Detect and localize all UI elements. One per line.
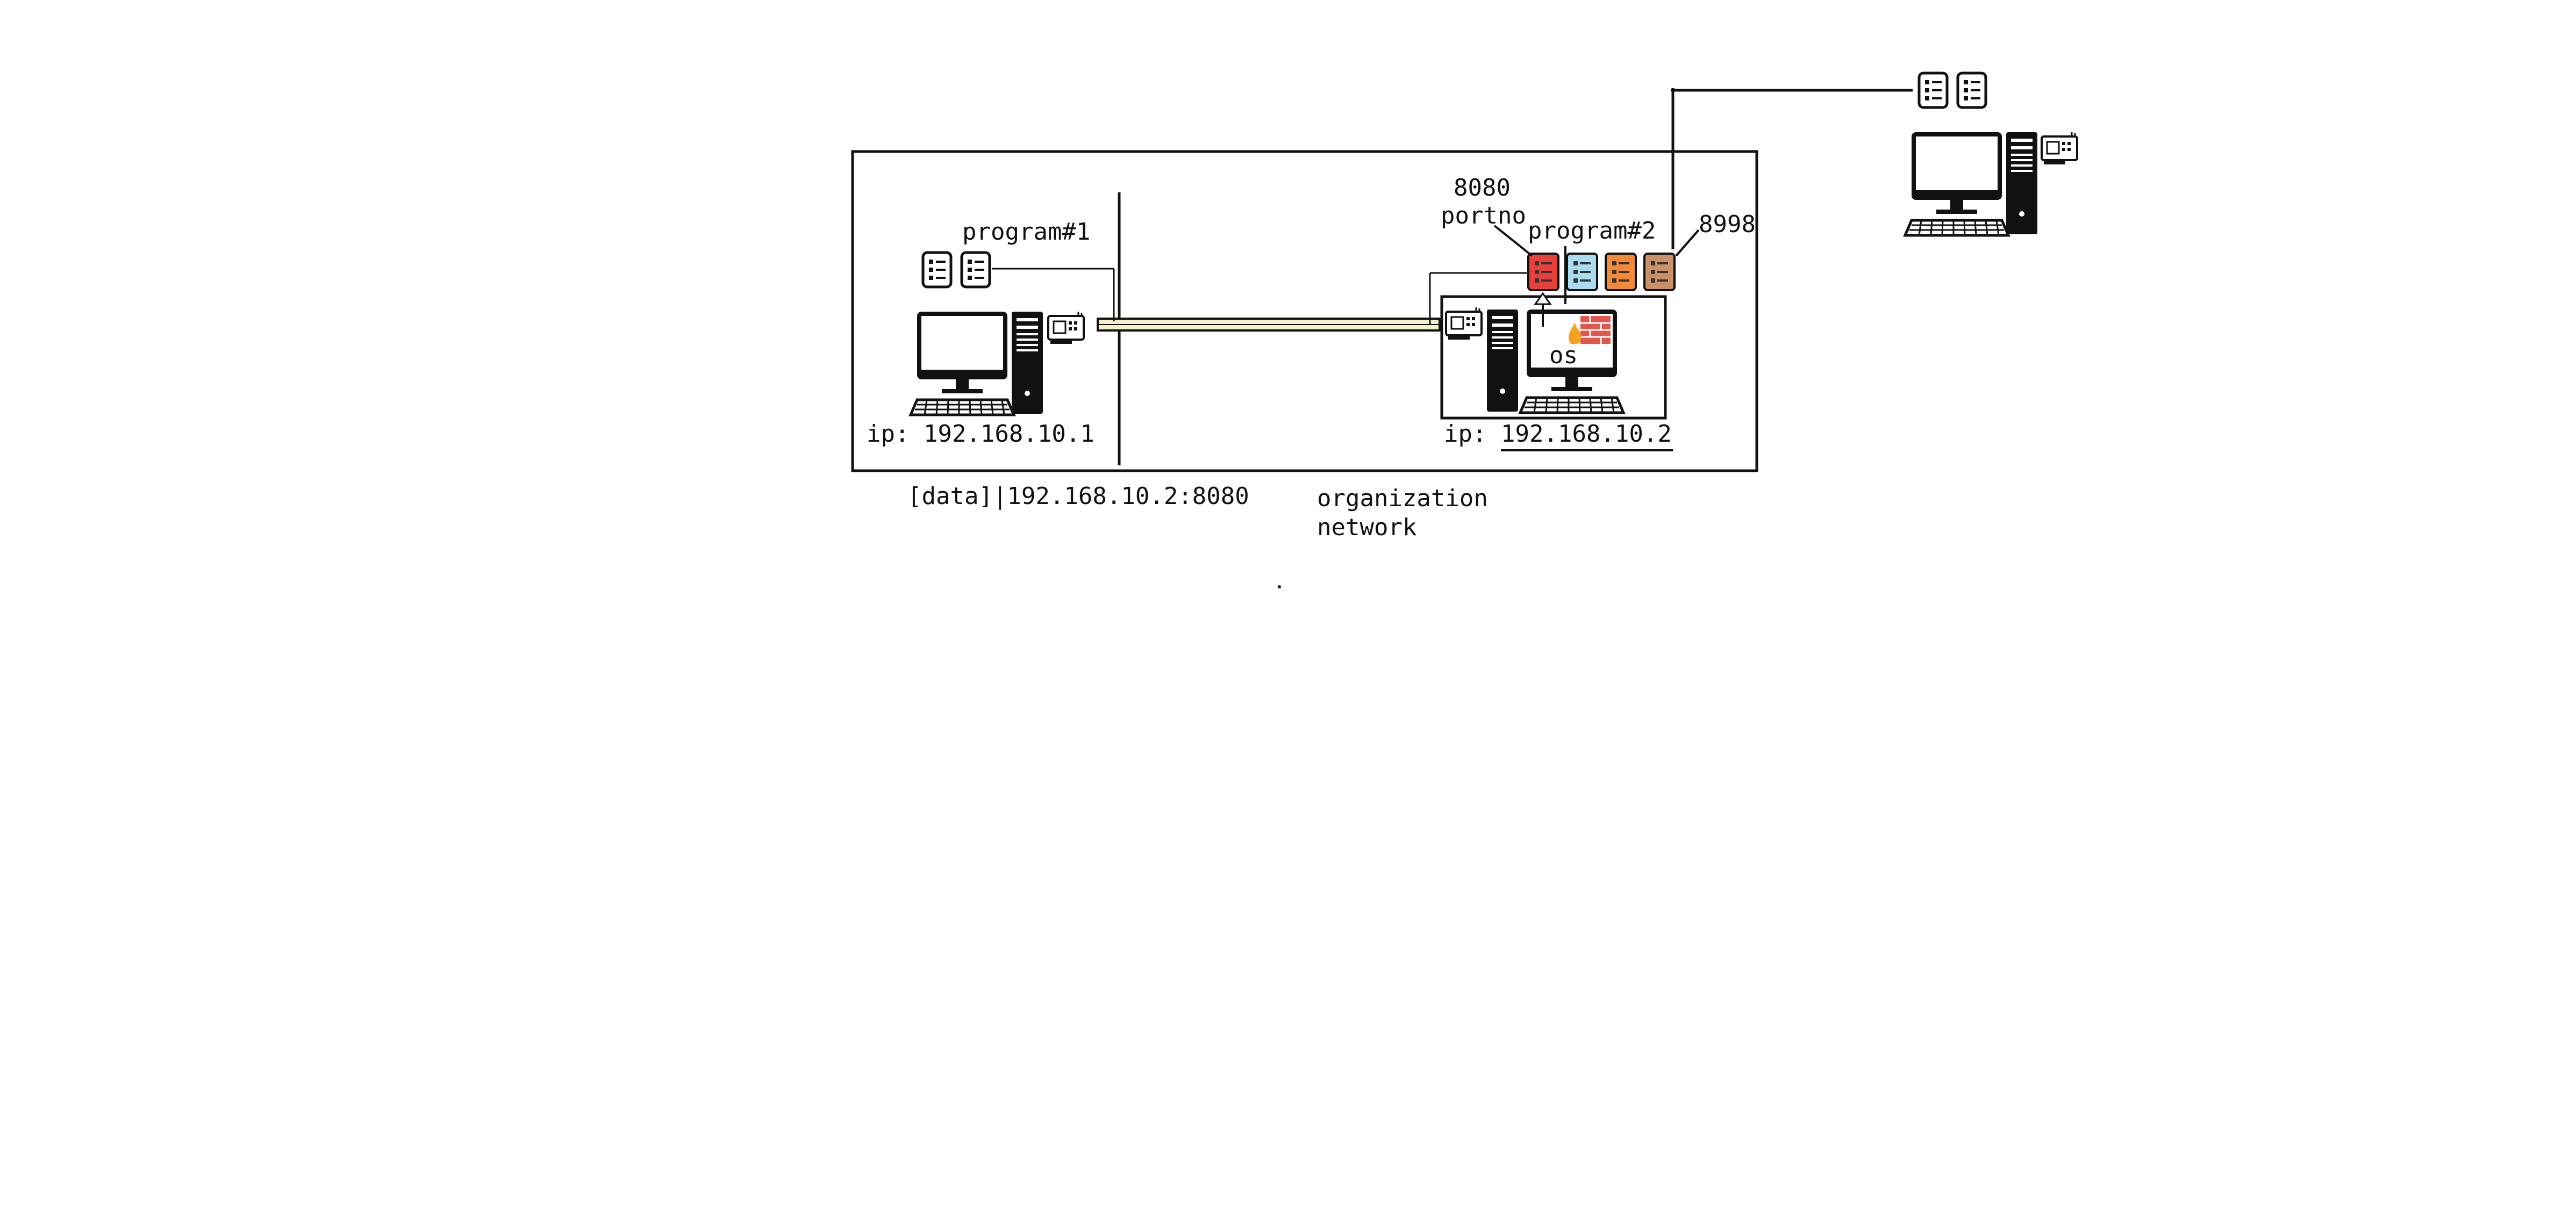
firewall-icon (1569, 316, 1611, 344)
port-8998-icon (1643, 253, 1676, 291)
port-8080-icon (1527, 253, 1559, 291)
network-label-line2: network (1317, 514, 1416, 541)
port-icon-orange (1605, 253, 1637, 291)
arrow-up-icon (1534, 292, 1552, 327)
port-8998-label: 8998 (1699, 211, 1756, 238)
desktop-computer-icon (911, 312, 1014, 415)
network-card-icon (1047, 311, 1085, 345)
tower-icon (2006, 132, 2037, 234)
network-card-icon (1445, 306, 1483, 341)
port8998-leader (1675, 229, 1700, 257)
host2-ip-address: 192.168.10.2 (1501, 420, 1672, 448)
tower-icon (1012, 312, 1043, 414)
stray-dot (1278, 585, 1281, 588)
external-link (1671, 88, 1913, 249)
host2-ip-prefix: ip: (1444, 420, 1486, 448)
external-host (1905, 73, 2078, 235)
program2-label: program#2 (1528, 217, 1656, 244)
organization-network-box (851, 150, 1758, 472)
host2-box (1440, 295, 1667, 420)
program-icon (1958, 73, 1986, 107)
network-card-icon (2041, 131, 2078, 166)
packet-label: [data]|192.168.10.2:8080 (907, 483, 1249, 510)
portno-label: portno (1441, 202, 1526, 229)
port-8080-label: 8080 (1454, 174, 1511, 202)
program1-icon-b (962, 253, 990, 287)
portno-leader (1493, 225, 1533, 257)
program-icon (1919, 73, 1947, 107)
host2: os 8080 portno program#2 8998 ip: 192.16… (1429, 174, 1756, 451)
program1-icon-a (923, 253, 951, 287)
port-icon-blue (1566, 253, 1598, 291)
network-cable (1097, 318, 1441, 332)
desktop-computer-icon (1905, 132, 2008, 235)
network-label-line1: organization (1317, 485, 1488, 512)
tower-icon (1487, 310, 1518, 412)
program1-label: program#1 (962, 218, 1090, 246)
host1-ip-label: ip: 192.168.10.1 (867, 420, 1094, 448)
host1: program#1 ip: 192.168.10.1 (867, 218, 1115, 448)
os-label: os (1549, 342, 1578, 369)
